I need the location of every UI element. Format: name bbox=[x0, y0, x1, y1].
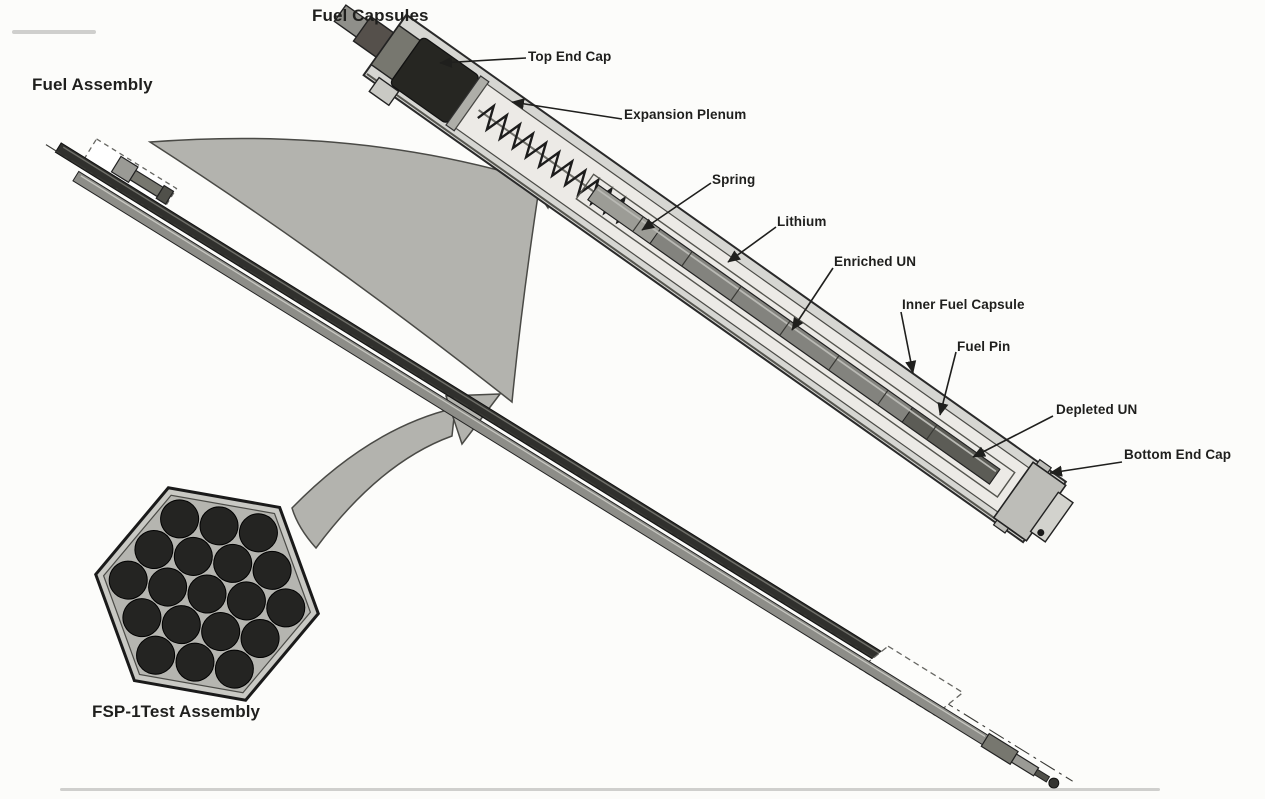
label-top-end-cap: Top End Cap bbox=[528, 49, 612, 64]
label-expansion-plenum: Expansion Plenum bbox=[624, 107, 747, 122]
label-fuel-pin: Fuel Pin bbox=[957, 339, 1011, 354]
label-depleted-un: Depleted UN bbox=[1056, 402, 1138, 417]
label-inner-fuel-capsule: Inner Fuel Capsule bbox=[902, 297, 1025, 312]
fuel-capsule-cutaway bbox=[333, 4, 1074, 544]
label-fsp1-test-assembly: FSP-1Test Assembly bbox=[92, 702, 261, 721]
label-spring: Spring bbox=[712, 172, 756, 187]
title-fuel-capsules: Fuel Capsules bbox=[312, 6, 429, 25]
label-lithium: Lithium bbox=[777, 214, 827, 229]
label-bottom-end-cap: Bottom End Cap bbox=[1124, 447, 1232, 462]
magnify-arrow-large bbox=[147, 137, 570, 404]
hex-cross-section bbox=[94, 486, 320, 702]
fuel-assembly-rods bbox=[45, 138, 1073, 789]
scan-artifact bbox=[12, 30, 96, 34]
fuel-pin-circles bbox=[108, 499, 306, 689]
label-enriched-un: Enriched UN bbox=[834, 254, 917, 269]
label-fuel-assembly: Fuel Assembly bbox=[32, 75, 153, 94]
leader-lines bbox=[439, 56, 1123, 477]
scan-artifact bbox=[60, 788, 1160, 791]
